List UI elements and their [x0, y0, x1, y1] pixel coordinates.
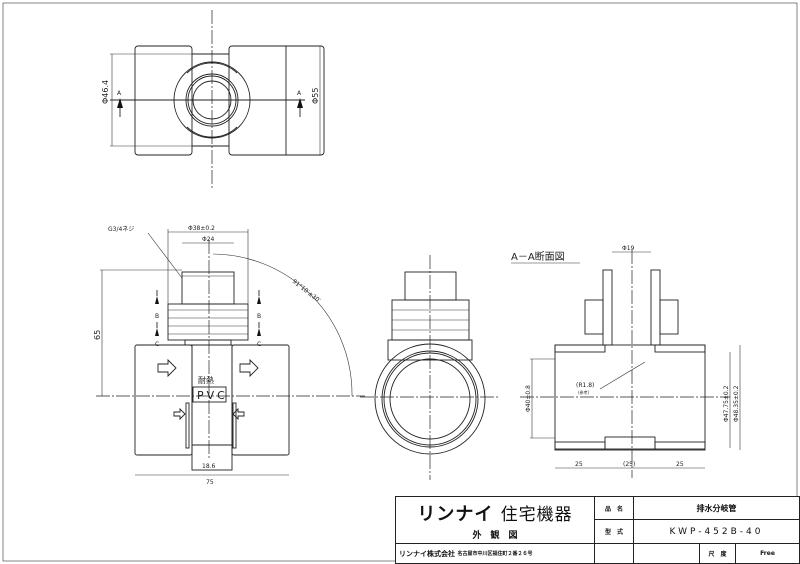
flow-arrow-right-icon	[239, 358, 259, 378]
fin-block	[167, 303, 249, 341]
insert-arrow-right-icon	[232, 407, 245, 421]
brand-sub: 住宅機器	[500, 504, 573, 525]
dim-height: 65	[93, 330, 102, 340]
svg-text:B: B	[155, 313, 159, 320]
dim-top-right: Φ55	[311, 88, 320, 104]
brand-cell: リンナイ 住宅機器 外 観 図	[395, 496, 595, 544]
scale-value: Free	[735, 543, 800, 564]
side-view	[360, 255, 500, 480]
section-arrow-left-icon	[117, 98, 123, 108]
section-markers: B B C C	[155, 290, 261, 348]
flow-arrow-left-icon	[157, 358, 177, 378]
dim-segment-1: 25	[575, 461, 583, 468]
top-view: Φ46.4 Φ55 A A	[101, 10, 325, 188]
svg-text:B: B	[257, 313, 261, 320]
heat-resistant-label: 耐熱	[198, 375, 214, 385]
angle-label: 91°10′±30′	[291, 278, 322, 305]
model-number: KWP-452B-40	[633, 519, 800, 544]
dim-total-width: 75	[206, 479, 214, 486]
scale-label: 尺 度	[699, 543, 736, 564]
dim-outer-diameter: Φ38±0.2	[188, 225, 215, 232]
svg-text:C: C	[155, 341, 159, 348]
top-left-socket	[134, 45, 193, 156]
dim-inner-diameter: Φ24	[202, 236, 215, 243]
top-outer-circle	[173, 61, 251, 139]
dim-socket-diameter-1: Φ47.75±0.2	[723, 385, 730, 422]
dim-top-diameter: Φ19	[622, 245, 635, 252]
front-right-socket	[231, 344, 290, 456]
svg-text:(参考): (参考)	[578, 389, 590, 395]
insert-arrow-left-icon	[173, 407, 186, 421]
angle-arc	[212, 253, 353, 397]
radius-label: (R1.8)	[576, 382, 594, 389]
model-label: 型 式	[594, 519, 634, 544]
dim-top-left: Φ46.4	[101, 80, 110, 104]
side-outer-circle	[374, 343, 486, 455]
svg-text:A: A	[297, 90, 302, 97]
section-arrow-right-icon	[297, 98, 303, 108]
dim-segment-3: 25	[676, 461, 684, 468]
company-cell: リンナイ株式会社 名古屋市中川区福住町２番２６号	[395, 543, 595, 564]
thread-label: G3/4ネジ	[108, 226, 134, 233]
front-view: 耐熱 PVC B B C C Φ38±0.2 Φ24 65 18.6 75 G3…	[93, 225, 365, 486]
dim-center-width: 18.6	[202, 463, 216, 470]
product-name-label: 品 名	[594, 496, 634, 520]
section-title: A－A断面図	[511, 250, 565, 263]
section-view: A－A断面図 Φ19 Φ40±0.8 Φ47.75±0.2 Φ48.35±0.2…	[511, 245, 741, 478]
svg-text:C: C	[257, 341, 261, 348]
front-left-socket	[134, 344, 193, 456]
dim-socket-diameter-2: Φ48.35±0.2	[733, 385, 740, 422]
brand-name: リンナイ	[417, 503, 494, 525]
top-right-socket	[228, 45, 325, 156]
dim-inner-diameter-section: Φ40±0.8	[525, 385, 532, 412]
svg-text:A: A	[117, 90, 122, 97]
top-bore-circle	[192, 80, 232, 120]
dim-segment-2: (25)	[623, 461, 635, 468]
material-label: PVC	[197, 389, 228, 402]
drawing-type: 外 観 図	[472, 530, 518, 541]
product-name: 排水分岐管	[633, 496, 800, 520]
title-block: リンナイ 住宅機器 外 観 図 リンナイ株式会社 名古屋市中川区福住町２番２６号…	[395, 496, 800, 564]
thread-nipple	[181, 271, 235, 305]
